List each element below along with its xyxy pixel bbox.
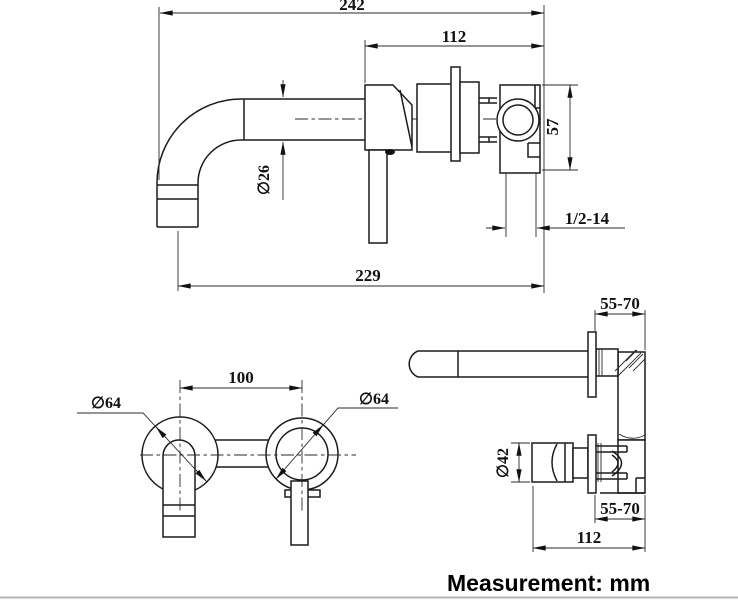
- arrow-64-left-nw: [155, 426, 167, 439]
- cartridge-housing: [416, 83, 453, 153]
- lower-inwall-body: [617, 439, 646, 494]
- dim-inlet-thread-label: 1/2-14: [565, 209, 610, 228]
- valve-port-inner: [502, 104, 534, 136]
- dim-center-spacing-label: 100: [228, 368, 254, 387]
- elbow-hatch: [614, 349, 646, 377]
- spout-install-view: [408, 350, 590, 378]
- ext-42: [511, 442, 530, 483]
- connecting-bar: [214, 439, 269, 468]
- unit-note: Measurement: mm: [0, 570, 738, 599]
- ext-5570-top: [594, 310, 646, 350]
- side-elevation-view: 242 112 ∅26 57 1/2-14 229: [156, 0, 625, 293]
- spout-front-joints: [163, 504, 195, 517]
- leader-64-left: [77, 412, 208, 483]
- handle-lever: [368, 149, 388, 244]
- leader-64-right: [275, 407, 398, 480]
- dim-overall-length-label: 242: [339, 0, 365, 14]
- nipple-thread-lines: [598, 349, 603, 376]
- dim-left-flange-diameter-label: ∅64: [91, 395, 121, 412]
- dim-wall-depth-top-label: 55-70: [600, 294, 640, 313]
- lower-wall-plate: [587, 434, 597, 494]
- dim-body-to-wall-label: 112: [442, 27, 467, 46]
- inlet-thread-lines: [505, 173, 537, 237]
- union-fitting: [479, 97, 497, 143]
- valve-bracket: [611, 450, 623, 477]
- upper-wall-plate: [587, 331, 597, 398]
- body-clip: [618, 433, 646, 439]
- handle-neck: [572, 447, 589, 479]
- handle-mount: [364, 84, 413, 151]
- front-view: 100 ∅64 ∅64: [77, 368, 398, 546]
- handle-rod-front: [290, 480, 309, 546]
- arrow-64-left-se: [195, 469, 207, 482]
- wall-plate-top-view: [450, 66, 461, 162]
- handle-dome-curve: [551, 443, 566, 482]
- dim-spout-diameter-label: ∅26: [256, 165, 273, 195]
- measurement-unit-label: Measurement: mm: [447, 570, 650, 596]
- dim-spout-reach-label: 229: [355, 266, 381, 285]
- lower-body-step: [600, 477, 645, 494]
- handle-mount-edge: [399, 89, 413, 148]
- dim-wall-depth-bottom-label: 55-70: [600, 499, 640, 518]
- spout-front-profile: [162, 439, 196, 538]
- dim-rough-in-length-label: 112: [577, 528, 602, 547]
- spout-outlet: [156, 183, 199, 228]
- dim-handle-diameter-label: ∅42: [495, 448, 512, 478]
- dim-right-flange-diameter-label: ∅64: [359, 391, 389, 408]
- spout-inner-profile: [197, 139, 365, 184]
- mounting-rods: [596, 445, 628, 480]
- handle-pivot-dot: [385, 149, 395, 155]
- lower-thread-lines: [597, 443, 602, 482]
- arrow-64-right-ne: [312, 424, 324, 437]
- dim-valve-height-label: 57: [543, 118, 562, 136]
- sleeve: [459, 81, 480, 154]
- arrow-64-right-sw: [275, 467, 287, 480]
- installation-view: 55-70 ∅42 55-70 112: [408, 294, 646, 552]
